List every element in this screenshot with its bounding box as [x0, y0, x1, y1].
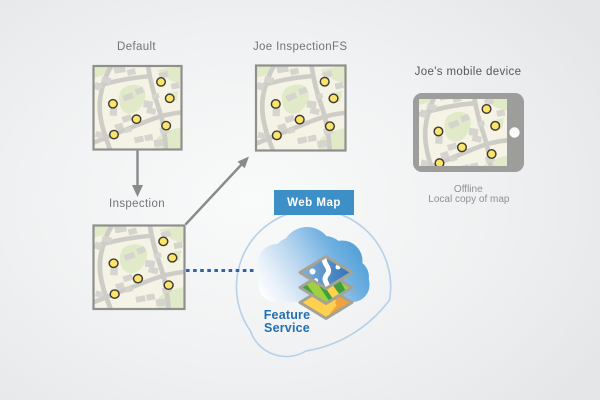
web-map-banner: Web Map	[274, 190, 354, 215]
layers-diamond-icon	[298, 255, 354, 320]
feature-service-line1: Feature	[263, 308, 311, 322]
home-button-icon	[509, 127, 520, 138]
map-node-inspection	[91, 224, 186, 311]
tablet-device-icon	[413, 93, 524, 172]
arrow-up-right-head	[237, 156, 249, 169]
label-local-copy: Local copy of map	[428, 194, 510, 205]
label-inspection: Inspection	[109, 198, 165, 210]
map-box-border-inspection	[92, 224, 186, 311]
web-map-outline	[235, 208, 392, 358]
map-thumbnail-inspection	[91, 224, 186, 311]
map-node-default	[91, 64, 183, 151]
map-box-border-joe-inspection-fs	[254, 64, 347, 152]
map-thumbnail-default	[91, 64, 183, 151]
label-joe-inspection-fs: Joe InspectionFS	[252, 41, 348, 53]
arrow-up-right	[184, 156, 249, 226]
feature-service-label: Feature Service	[264, 309, 311, 335]
map-node-joe-inspection-fs	[254, 63, 348, 152]
feature-service-line2: Service	[264, 320, 310, 335]
arrow-down	[132, 150, 143, 197]
arrow-down-head	[132, 185, 143, 197]
map-box-border-default	[92, 64, 183, 151]
arrow-up-right-shaft	[184, 163, 243, 226]
web-map-banner-label: Web Map	[287, 196, 341, 209]
label-offline: Offline	[453, 183, 483, 195]
label-mobile-device: Joe's mobile device	[414, 66, 522, 78]
label-default: Default	[117, 41, 156, 53]
map-thumbnail-joe-inspection-fs	[254, 63, 348, 152]
